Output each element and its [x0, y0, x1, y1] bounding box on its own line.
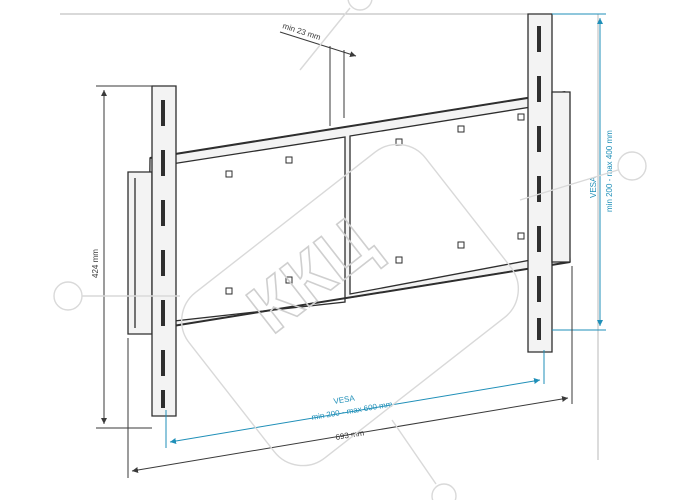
left-arm [151, 85, 177, 417]
crossbar [147, 91, 571, 331]
right-arm [527, 13, 571, 353]
vesa-vertical-title: VESA [589, 176, 598, 198]
height-label: 424 mm [91, 249, 100, 278]
vesa-vertical-range: min 200 - max 400 mm [605, 130, 614, 212]
vesa-horizontal-title: VESA [333, 393, 356, 406]
vesa-vertical-dimension: VESA min 200 - max 400 mm [552, 13, 614, 331]
min-gap-dimension: min 23 mm [279, 21, 357, 126]
left-plate [127, 171, 153, 335]
